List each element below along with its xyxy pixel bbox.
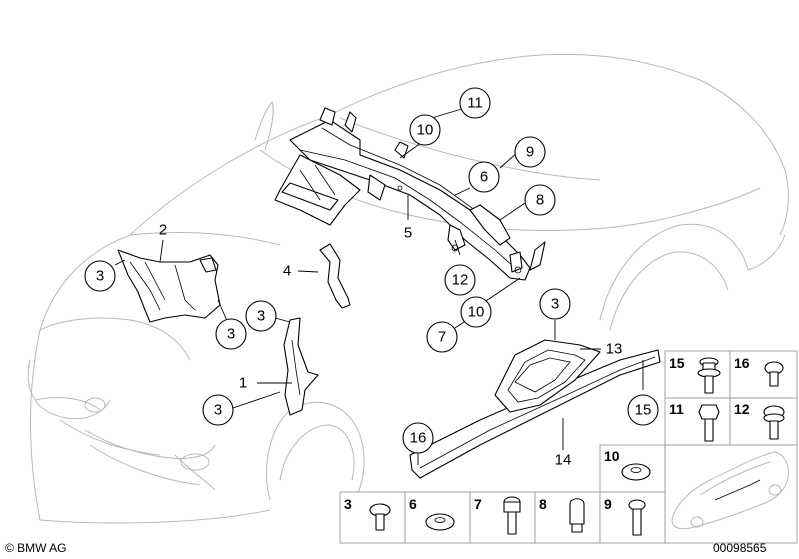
callout-3-right: 3 (539, 288, 571, 320)
svg-text:3: 3 (214, 402, 222, 419)
svg-text:16: 16 (734, 355, 750, 371)
svg-text:11: 11 (467, 95, 483, 112)
svg-text:6: 6 (409, 496, 417, 512)
grid-cell-12: 12 (729, 397, 798, 446)
plug-icon (569, 498, 585, 533)
washer-icon (425, 513, 455, 531)
svg-text:11: 11 (669, 401, 684, 417)
svg-text:14: 14 (555, 452, 572, 469)
callout-12: 12 (444, 264, 476, 296)
callout-7: 7 (426, 321, 458, 353)
callout-6: 6 (468, 161, 500, 193)
svg-text:3: 3 (344, 496, 352, 512)
svg-text:8: 8 (536, 192, 544, 209)
grid-cell-16: 16 (729, 350, 798, 399)
grommet-icon (621, 463, 651, 481)
svg-text:9: 9 (604, 496, 612, 512)
callout-14: 14 (555, 452, 572, 469)
grid-cell-3: 3 (339, 491, 406, 544)
svg-text:5: 5 (404, 225, 412, 242)
copyright-label: © BMW AG (5, 541, 67, 555)
parts-grid: 15 16 11 12 (339, 350, 798, 544)
svg-text:3: 3 (551, 296, 559, 313)
svg-text:3: 3 (96, 268, 104, 285)
grid-cell-11: 11 (664, 397, 731, 446)
flange-screw-icon (697, 357, 721, 394)
car-thumbnail (664, 444, 798, 544)
svg-text:12: 12 (452, 272, 469, 289)
svg-text:7: 7 (438, 329, 446, 346)
callout-3-mid: 3 (215, 318, 247, 350)
svg-text:7: 7 (474, 496, 482, 512)
cross-member-frame (274, 107, 546, 281)
svg-text:10: 10 (468, 304, 485, 321)
callout-13: 13 (606, 341, 623, 358)
svg-text:12: 12 (734, 401, 750, 417)
tunnel-cover-panel (409, 339, 661, 479)
bolt-icon (503, 496, 521, 535)
svg-text:4: 4 (283, 263, 291, 280)
callout-10-mid: 10 (460, 296, 492, 328)
grid-cell-15: 15 (664, 350, 731, 399)
svg-text:16: 16 (410, 430, 427, 447)
hex-bolt-icon (698, 404, 720, 442)
callout-9: 9 (514, 136, 546, 168)
torx-screw-icon (763, 405, 785, 440)
svg-text:3: 3 (257, 308, 265, 325)
grid-cell-9: 9 (599, 491, 666, 544)
shield-bracket (117, 249, 221, 323)
callout-3-left: 3 (84, 260, 116, 292)
callout-1: 1 (239, 375, 247, 392)
grid-cell-6: 6 (404, 491, 471, 544)
grid-cell-8: 8 (534, 491, 601, 544)
callout-11: 11 (459, 87, 491, 119)
callout-3-center: 3 (245, 300, 277, 332)
grid-cell-7: 7 (469, 491, 536, 544)
callout-15: 15 (627, 394, 659, 426)
svg-text:1: 1 (239, 375, 247, 392)
callout-8: 8 (524, 184, 556, 216)
callout-3-bottom: 3 (202, 394, 234, 426)
svg-text:8: 8 (539, 496, 547, 512)
svg-text:10: 10 (417, 122, 434, 139)
svg-text:13: 13 (606, 341, 623, 358)
round-screw-icon (764, 361, 784, 387)
callout-4: 4 (283, 263, 291, 280)
svg-text:9: 9 (526, 144, 534, 161)
svg-text:6: 6 (480, 169, 488, 186)
svg-text:15: 15 (635, 402, 652, 419)
diagram-number: 00098565 (713, 541, 767, 555)
vertical-bracket (283, 317, 319, 416)
svg-text:2: 2 (159, 222, 167, 239)
callout-2: 2 (159, 222, 167, 239)
hose-pipe (319, 243, 351, 309)
grid-cell-10: 10 (599, 444, 666, 493)
pan-screw-icon (369, 503, 391, 531)
callout-16: 16 (402, 422, 434, 454)
screw-icon (628, 499, 646, 536)
callout-10-top: 10 (409, 114, 441, 146)
svg-text:3: 3 (227, 326, 235, 343)
callout-5: 5 (404, 225, 412, 242)
svg-text:10: 10 (604, 448, 620, 464)
svg-text:15: 15 (669, 355, 685, 371)
